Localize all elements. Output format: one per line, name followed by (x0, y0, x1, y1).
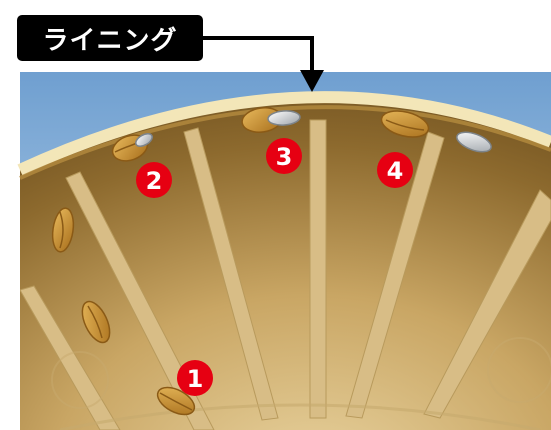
drum-vanes (20, 119, 551, 430)
lining-label-text: ライニング (42, 25, 178, 56)
lining-rim (17, 91, 551, 176)
step-number: 2 (146, 167, 163, 195)
step-number: 1 (187, 365, 204, 393)
vane (423, 189, 551, 419)
step-number: 4 (387, 157, 404, 185)
step-badge-2: 2 (136, 162, 172, 198)
step-number: 3 (276, 143, 293, 171)
coffee-bean-icon (380, 110, 430, 138)
vane (183, 127, 279, 421)
coffee-beans (51, 107, 492, 416)
step-badge-3: 3 (266, 138, 302, 174)
chaff-hull-icon (267, 110, 301, 126)
chaff-hull-icon (456, 131, 492, 153)
vane (309, 119, 327, 419)
vane (345, 131, 445, 419)
vane (65, 171, 215, 430)
chaff-hull-icon (135, 133, 153, 147)
lining-label: ライニング (17, 15, 203, 61)
callout-arrow (203, 36, 324, 92)
step-badge-1: 1 (177, 360, 213, 396)
vane (20, 285, 121, 430)
step-badge-4: 4 (377, 152, 413, 188)
